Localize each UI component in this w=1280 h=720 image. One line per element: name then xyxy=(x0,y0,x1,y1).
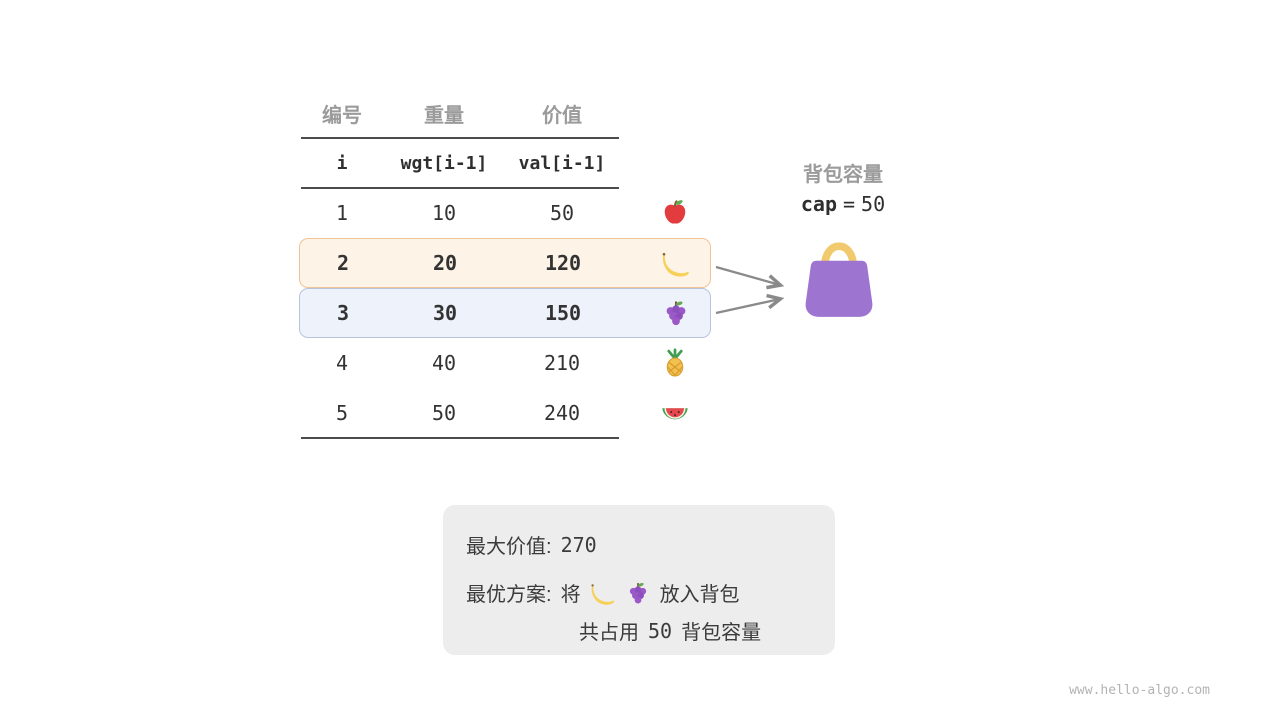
apple-icon xyxy=(664,200,686,224)
row-value: 210 xyxy=(543,351,581,375)
row-index: 3 xyxy=(336,301,350,325)
banana-icon xyxy=(590,583,614,605)
row-weight: 30 xyxy=(432,301,458,325)
watermark: www.hello-algo.com xyxy=(1069,683,1210,698)
cap-number: 50 xyxy=(861,192,886,216)
max-value-label: 最大价值: xyxy=(466,536,552,558)
table-divider xyxy=(301,437,619,439)
arrow-grapes-to-bag xyxy=(715,293,785,315)
banana-icon xyxy=(662,252,689,277)
used-capacity-post: 背包容量 xyxy=(681,622,762,644)
best-plan-pre: 将 xyxy=(560,584,581,606)
table-row-selected-banana: 2 20 120 xyxy=(299,238,711,288)
header-number: 编号 xyxy=(322,104,362,127)
item-table: 编号 重量 价值 i wgt[i-1] val[i-1] 1 10 50 xyxy=(299,88,711,439)
pineapple-icon xyxy=(666,348,684,377)
row-value: 120 xyxy=(544,251,582,275)
header-weight: 重量 xyxy=(424,104,464,127)
header-value: 价值 xyxy=(542,104,582,127)
table-divider xyxy=(301,187,619,189)
arrow-banana-to-bag xyxy=(715,265,785,290)
result-box: 最大价值: 270 最优方案: 将 放入背包 共占用 xyxy=(443,505,835,655)
max-value-number: 270 xyxy=(560,532,597,557)
row-value: 50 xyxy=(549,201,575,225)
knapsack-capacity-label: 背包容量 xyxy=(803,164,883,186)
row-weight: 40 xyxy=(431,351,457,375)
cap-keyword: cap xyxy=(800,192,837,216)
row-weight: 20 xyxy=(432,251,458,275)
row-index: 4 xyxy=(335,351,349,375)
table-row: 5 50 240 xyxy=(299,388,711,438)
row-index: 1 xyxy=(335,201,349,225)
code-header-val: val[i-1] xyxy=(518,152,606,174)
selection-arrows xyxy=(715,265,785,315)
watermelon-icon xyxy=(662,408,688,420)
cap-equals: = xyxy=(842,192,856,216)
best-plan-label: 最优方案: xyxy=(466,584,552,606)
row-index: 5 xyxy=(335,401,349,425)
used-capacity-number: 50 xyxy=(648,618,673,643)
handbag-icon xyxy=(805,242,873,317)
used-capacity-pre: 共占用 xyxy=(579,622,639,644)
table-row: 1 10 50 xyxy=(299,188,711,238)
row-weight: 10 xyxy=(431,201,457,225)
grapes-icon xyxy=(629,582,646,604)
row-index: 2 xyxy=(336,251,350,275)
table-header-row: 编号 重量 价值 xyxy=(299,88,711,138)
capacity-value: cap=50 xyxy=(758,192,928,216)
table-code-header-row: i wgt[i-1] val[i-1] xyxy=(299,138,711,188)
row-value: 150 xyxy=(544,301,582,325)
table-row-selected-grapes: 3 30 150 xyxy=(299,288,711,338)
best-plan-post: 放入背包 xyxy=(659,584,740,606)
row-value: 240 xyxy=(543,401,581,425)
grapes-icon xyxy=(666,301,686,326)
row-weight: 50 xyxy=(431,401,457,425)
table-row: 4 40 210 xyxy=(299,338,711,388)
code-header-wgt: wgt[i-1] xyxy=(400,152,488,174)
table-divider xyxy=(301,137,619,139)
code-header-i: i xyxy=(336,152,348,174)
